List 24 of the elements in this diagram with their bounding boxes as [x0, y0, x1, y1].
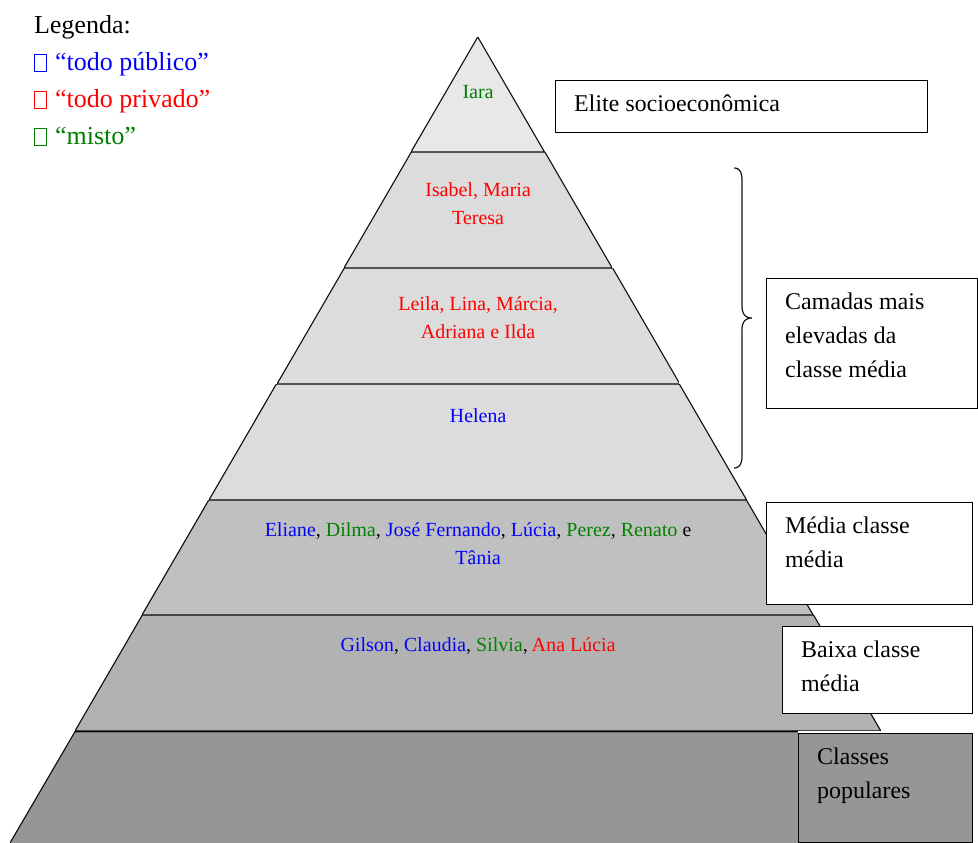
class-label: Classes populares: [817, 743, 912, 806]
class-box: [555, 80, 928, 133]
legend-label: “todo privado”: [55, 84, 210, 113]
legend-label: “todo público”: [55, 47, 209, 76]
name-list: Gilson, Claudia, Silvia, Ana Lúcia: [228, 631, 728, 659]
name-list: Iara: [438, 78, 518, 106]
name-list: Eliane, Dilma, José Fernando, Lúcia, Perez, Renato e Tânia: [262, 516, 693, 572]
pyramid-band: [10, 731, 798, 843]
class-box: [782, 626, 973, 714]
class-box: [766, 502, 973, 605]
class-label: Camadas mais elevadas da classe média: [785, 288, 926, 385]
legend-label: “misto”: [55, 121, 136, 150]
class-box: [766, 278, 978, 409]
class-label: Média classe média: [785, 512, 911, 575]
name-list: Leila, Lina, Márcia, Adriana e Ilda: [368, 290, 588, 346]
pyramid-band: [209, 384, 747, 500]
class-label: Elite socioeconômica: [574, 90, 780, 119]
class-box: [798, 733, 973, 843]
name-list: Helena: [378, 402, 578, 430]
pyramid-band: [276, 268, 680, 384]
pyramid-band: [344, 152, 612, 268]
class-label: Baixa classe média: [801, 636, 922, 699]
legend-title: Legenda:: [34, 10, 131, 39]
name-list: Isabel, Maria Teresa: [408, 176, 548, 232]
